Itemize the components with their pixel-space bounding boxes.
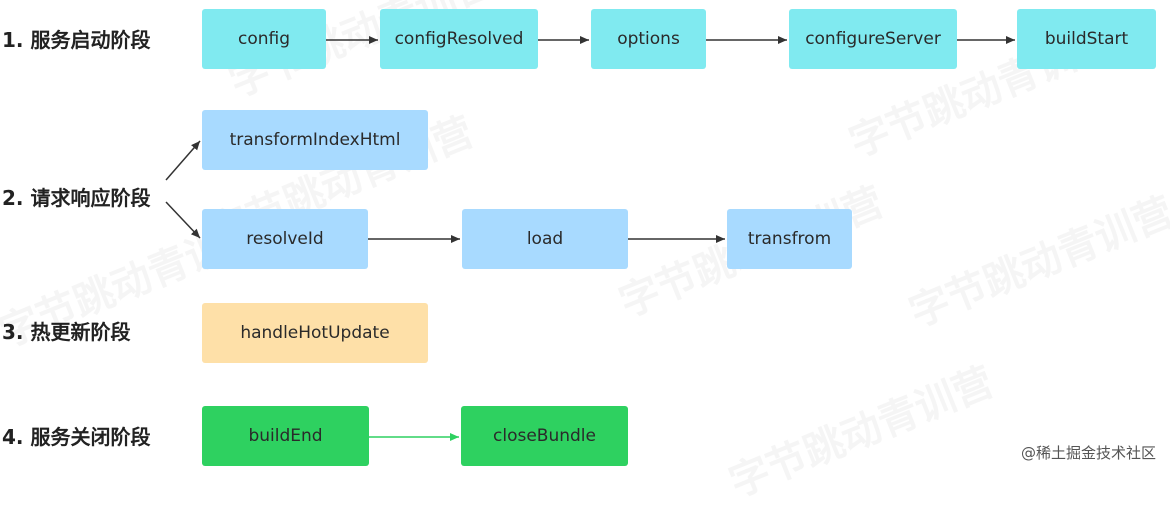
node-transfrom: transfrom	[727, 209, 852, 269]
arrows-layer	[165, 36, 1015, 441]
node-configureserver: configureServer	[789, 9, 957, 69]
arrow-request-to-transformindexhtml	[165, 140, 201, 181]
node-buildend: buildEnd	[202, 406, 369, 466]
phase-label-startup: 1. 服务启动阶段	[2, 28, 151, 52]
node-config: config	[202, 9, 326, 69]
node-handlehotupdate: handleHotUpdate	[202, 303, 428, 363]
node-closebundle: closeBundle	[461, 406, 628, 466]
phase-label-request: 2. 请求响应阶段	[2, 186, 151, 210]
arrow-request-to-resolveid	[165, 201, 201, 239]
node-transformindexhtml: transformIndexHtml	[202, 110, 428, 170]
node-resolveid: resolveId	[202, 209, 368, 269]
phase-label-hot-update: 3. 热更新阶段	[2, 320, 131, 344]
phase-label-shutdown: 4. 服务关闭阶段	[2, 425, 151, 449]
node-load: load	[462, 209, 628, 269]
node-options: options	[591, 9, 706, 69]
node-buildstart: buildStart	[1017, 9, 1156, 69]
node-configresolved: configResolved	[380, 9, 538, 69]
source-credit: @稀土掘金技术社区	[1020, 444, 1156, 462]
